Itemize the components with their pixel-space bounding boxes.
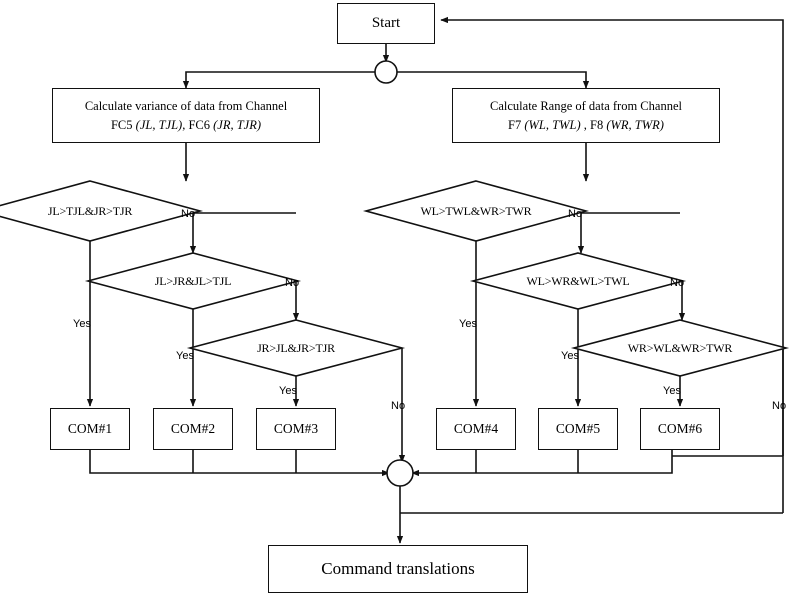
edge-label-no-4: No — [568, 208, 583, 220]
output-label: Command translations — [321, 558, 475, 578]
edge-label-no-3: No — [391, 400, 406, 412]
decision-d2-label: JL>JR&JL>TJL — [154, 273, 232, 288]
command-com4-label: COM#4 — [453, 421, 499, 436]
process-right-line1: Calculate Range of data from Channel — [490, 99, 682, 114]
process-box-right-range[interactable]: Calculate Range of data from Channel F7 … — [452, 88, 720, 143]
output-box-command-translations[interactable]: Command translations — [268, 545, 528, 593]
decision-shape-d3 — [186, 319, 406, 377]
decision-d1[interactable]: JL>TJL&JR>TJR — [0, 181, 200, 241]
wire-com6-to-merge — [411, 450, 673, 477]
command-com2-label: COM#2 — [170, 421, 216, 436]
command-box-com5[interactable]: COM#5 — [538, 408, 618, 450]
proc-left-fc6-vars: (JR, TJR) — [213, 117, 262, 132]
proc-left-fc5-vars: (JL, TJL) — [135, 117, 183, 132]
decision-d3-label: JR>JL&JR>TJR — [257, 340, 335, 355]
command-box-com4[interactable]: COM#4 — [436, 408, 516, 450]
command-com6-label: COM#6 — [657, 421, 703, 436]
edge-label-yes-6: Yes — [663, 385, 681, 397]
decision-d1-label: JL>TJL&JR>TJR — [47, 203, 133, 218]
wire-com1-to-merge — [89, 450, 390, 477]
wire-split-right — [397, 71, 590, 89]
decision-d3[interactable]: JR>JL&JR>TJR — [190, 320, 402, 376]
edge-label-no-5: No — [670, 277, 685, 289]
decision-shape-d6 — [570, 319, 790, 377]
command-com1-label: COM#1 — [67, 421, 113, 436]
command-box-com1[interactable]: COM#1 — [50, 408, 130, 450]
process-left-line1: Calculate variance of data from Channel — [84, 99, 288, 114]
edge-label-yes-1: Yes — [73, 318, 91, 330]
command-box-com3[interactable]: COM#3 — [256, 408, 336, 450]
decision-shape-d5 — [469, 252, 687, 310]
command-com3-label: COM#3 — [273, 421, 319, 436]
proc-left-fc6: , FC6 — [182, 117, 214, 132]
decision-shape-d4 — [362, 180, 590, 242]
merge-junction — [386, 459, 414, 487]
decision-d2[interactable]: JL>JR&JL>TJL — [88, 253, 298, 309]
wire-split-left — [182, 71, 375, 89]
proc-right-f8-vars: (WR, TWR) — [606, 117, 664, 132]
proc-right-f7: F7 — [508, 117, 525, 132]
wire-d1-no-to-d2 — [189, 212, 296, 254]
command-box-com6[interactable]: COM#6 — [640, 408, 720, 450]
decision-d4[interactable]: WL>TWL&WR>TWR — [366, 181, 586, 241]
proc-right-f7-vars: (WL, TWL) — [524, 117, 581, 132]
edge-label-no-2: No — [285, 277, 300, 289]
edge-label-yes-2: Yes — [176, 350, 194, 362]
start-label: Start — [371, 15, 401, 31]
proc-left-fc5: FC5 — [110, 117, 136, 132]
process-box-left-variance[interactable]: Calculate variance of data from Channel … — [52, 88, 320, 143]
decision-d4-label: WL>TWL&WR>TWR — [420, 203, 532, 218]
edge-label-no-1: No — [181, 208, 196, 220]
edge-label-no-6: No — [772, 400, 787, 412]
proc-right-f8: , F8 — [580, 117, 607, 132]
decision-d6-label: WR>WL&WR>TWR — [627, 340, 733, 355]
decision-shape-d2 — [84, 252, 302, 310]
process-left-line2: FC5 (JL, TJL), FC6 (JR, TJR) — [85, 116, 287, 134]
command-box-com2[interactable]: COM#2 — [153, 408, 233, 450]
process-right-line2: F7 (WL, TWL) , F8 (WR, TWR) — [490, 116, 682, 134]
wire-d4-no-to-d5 — [577, 212, 680, 254]
decision-d6[interactable]: WR>WL&WR>TWR — [574, 320, 786, 376]
edge-label-yes-4: Yes — [459, 318, 477, 330]
decision-d5-label: WL>WR&WL>TWL — [526, 273, 630, 288]
edge-label-yes-5: Yes — [561, 350, 579, 362]
decision-shape-d1 — [0, 180, 204, 242]
command-com5-label: COM#5 — [555, 421, 601, 436]
split-junction — [374, 60, 398, 84]
start-box[interactable]: Start — [337, 3, 435, 44]
edge-label-yes-3: Yes — [279, 385, 297, 397]
decision-d5[interactable]: WL>WR&WL>TWL — [473, 253, 683, 309]
